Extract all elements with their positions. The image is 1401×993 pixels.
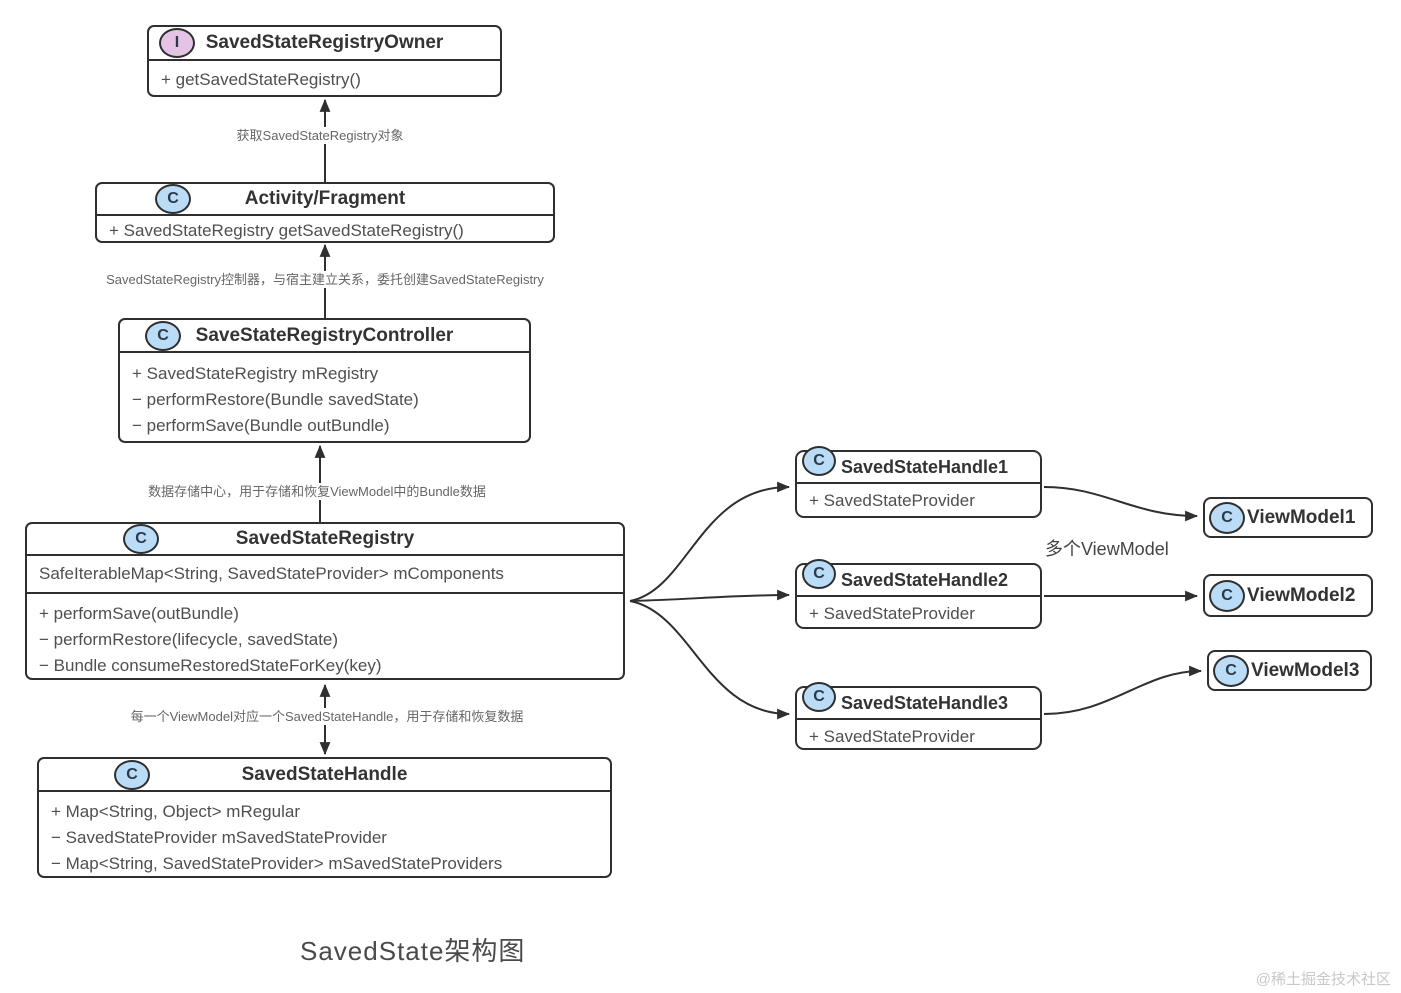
class-member: + performSave(outBundle) xyxy=(39,604,239,623)
class-title-row: C Activity/Fragment xyxy=(97,184,553,216)
class-icon: C xyxy=(1209,579,1245,612)
class-members: + SavedStateProvider xyxy=(797,720,1040,756)
edge-label-controller-note: SavedStateRegistry控制器，与宿主建立关系，委托创建SavedS… xyxy=(101,271,549,288)
edge-handle1-to-viewmodel1 xyxy=(1043,486,1199,522)
class-title-row: I SavedStateRegistryOwner xyxy=(149,27,500,61)
edge-handle3-to-viewmodel3 xyxy=(1043,665,1203,715)
watermark: @稀土掘金技术社区 xyxy=(1255,971,1391,988)
interface-icon: I xyxy=(159,28,195,58)
class-icon: C xyxy=(802,446,836,476)
class-name: ViewModel1 xyxy=(1247,506,1356,528)
class-name: SavedStateHandle3 xyxy=(841,692,1009,713)
class-name: SavedStateRegistryOwner xyxy=(205,32,444,53)
class-member: − Map<String, SavedStateProvider> mSaved… xyxy=(51,854,503,873)
edge-registry-to-handle3 xyxy=(629,600,791,720)
class-member: + SavedStateProvider xyxy=(809,604,975,623)
class-title-row: C SavedStateHandle xyxy=(39,759,610,792)
class-title-row: C SavedStateRegistry xyxy=(27,524,623,556)
class-member: − performRestore(lifecycle, savedState) xyxy=(39,630,339,649)
class-box-savedstateregistry: C SavedStateRegistry SafeIterableMap<Str… xyxy=(25,522,625,680)
class-icon: C xyxy=(802,559,836,589)
class-name: ViewModel3 xyxy=(1251,659,1360,681)
class-icon: C xyxy=(802,682,836,712)
class-box-savedstatehandle1: C SavedStateHandle1 + SavedStateProvider xyxy=(795,446,1042,520)
class-box-savedstatehandle: C SavedStateHandle + Map<String, Object>… xyxy=(37,757,612,878)
class-name: Activity/Fragment xyxy=(244,188,406,209)
class-title-row: C SavedStateHandle2 xyxy=(797,559,1040,597)
class-member: + SavedStateRegistry mRegistry xyxy=(132,364,379,383)
class-members: + SavedStateRegistry mRegistry − perform… xyxy=(120,353,529,447)
class-member: − Bundle consumeRestoredStateForKey(key) xyxy=(39,656,382,675)
class-title-row: C SaveStateRegistryController xyxy=(120,320,529,353)
edge-label-registry-note: 数据存储中心，用于存储和恢复ViewModel中的Bundle数据 xyxy=(143,483,491,500)
class-name: SavedStateHandle xyxy=(241,763,408,785)
edge-label-multi-viewmodel: 多个ViewModel xyxy=(1045,539,1169,559)
class-box-viewmodel3: C ViewModel3 xyxy=(1207,650,1372,691)
edge-label-handle-note: 每一个ViewModel对应一个SavedStateHandle，用于存储和恢复… xyxy=(125,708,529,725)
class-name: SavedStateHandle1 xyxy=(841,456,1009,477)
class-icon: C xyxy=(114,759,150,790)
class-members: + performSave(outBundle) − performRestor… xyxy=(27,594,623,687)
class-member: − SavedStateProvider mSavedStateProvider xyxy=(51,828,387,847)
edge-label-get-registry: 获取SavedStateRegistry对象 xyxy=(231,127,409,144)
class-member: + getSavedStateRegistry() xyxy=(161,70,361,89)
class-name: SavedStateHandle2 xyxy=(841,569,1009,590)
class-members: + SavedStateProvider xyxy=(797,597,1040,633)
class-title-row: C SavedStateHandle1 xyxy=(797,446,1040,484)
class-members: + SavedStateProvider xyxy=(797,484,1040,520)
class-name: SaveStateRegistryController xyxy=(195,324,454,346)
class-member: + SavedStateProvider xyxy=(809,491,975,510)
class-title-row: C SavedStateHandle3 xyxy=(797,682,1040,720)
class-icon: C xyxy=(155,184,191,214)
class-box-savestateregistrycontroller: C SaveStateRegistryController + SavedSta… xyxy=(118,318,531,443)
class-members: + getSavedStateRegistry() xyxy=(149,61,500,101)
class-icon: C xyxy=(123,524,159,554)
edge-registry-to-handle1 xyxy=(629,481,791,602)
class-box-savedstatehandle2: C SavedStateHandle2 + SavedStateProvider xyxy=(795,559,1042,629)
class-icon: C xyxy=(145,320,181,351)
class-member: + SavedStateRegistry getSavedStateRegist… xyxy=(109,221,464,240)
class-member: + SavedStateProvider xyxy=(809,727,975,746)
class-members: + SavedStateRegistry getSavedStateRegist… xyxy=(97,216,553,246)
diagram-title: SavedState架构图 xyxy=(300,936,526,966)
class-members: + Map<String, Object> mRegular − SavedSt… xyxy=(39,792,610,885)
class-name: ViewModel2 xyxy=(1247,584,1356,606)
class-member: + Map<String, Object> mRegular xyxy=(51,802,300,821)
class-box-viewmodel2: C ViewModel2 xyxy=(1203,574,1373,617)
class-member: − performSave(Bundle outBundle) xyxy=(132,416,390,435)
class-box-viewmodel1: C ViewModel1 xyxy=(1203,497,1373,538)
class-box-savedstatehandle3: C SavedStateHandle3 + SavedStateProvider xyxy=(795,682,1042,750)
class-name: SavedStateRegistry xyxy=(235,528,415,549)
class-icon: C xyxy=(1209,501,1245,534)
class-field: SafeIterableMap<String, SavedStateProvid… xyxy=(27,556,623,594)
class-box-savedstateregistryowner: I SavedStateRegistryOwner + getSavedStat… xyxy=(147,25,502,97)
edge-registry-to-handle2 xyxy=(629,589,791,602)
class-box-activity-fragment: C Activity/Fragment + SavedStateRegistry… xyxy=(95,182,555,243)
class-icon: C xyxy=(1213,654,1249,687)
class-member: − performRestore(Bundle savedState) xyxy=(132,390,419,409)
